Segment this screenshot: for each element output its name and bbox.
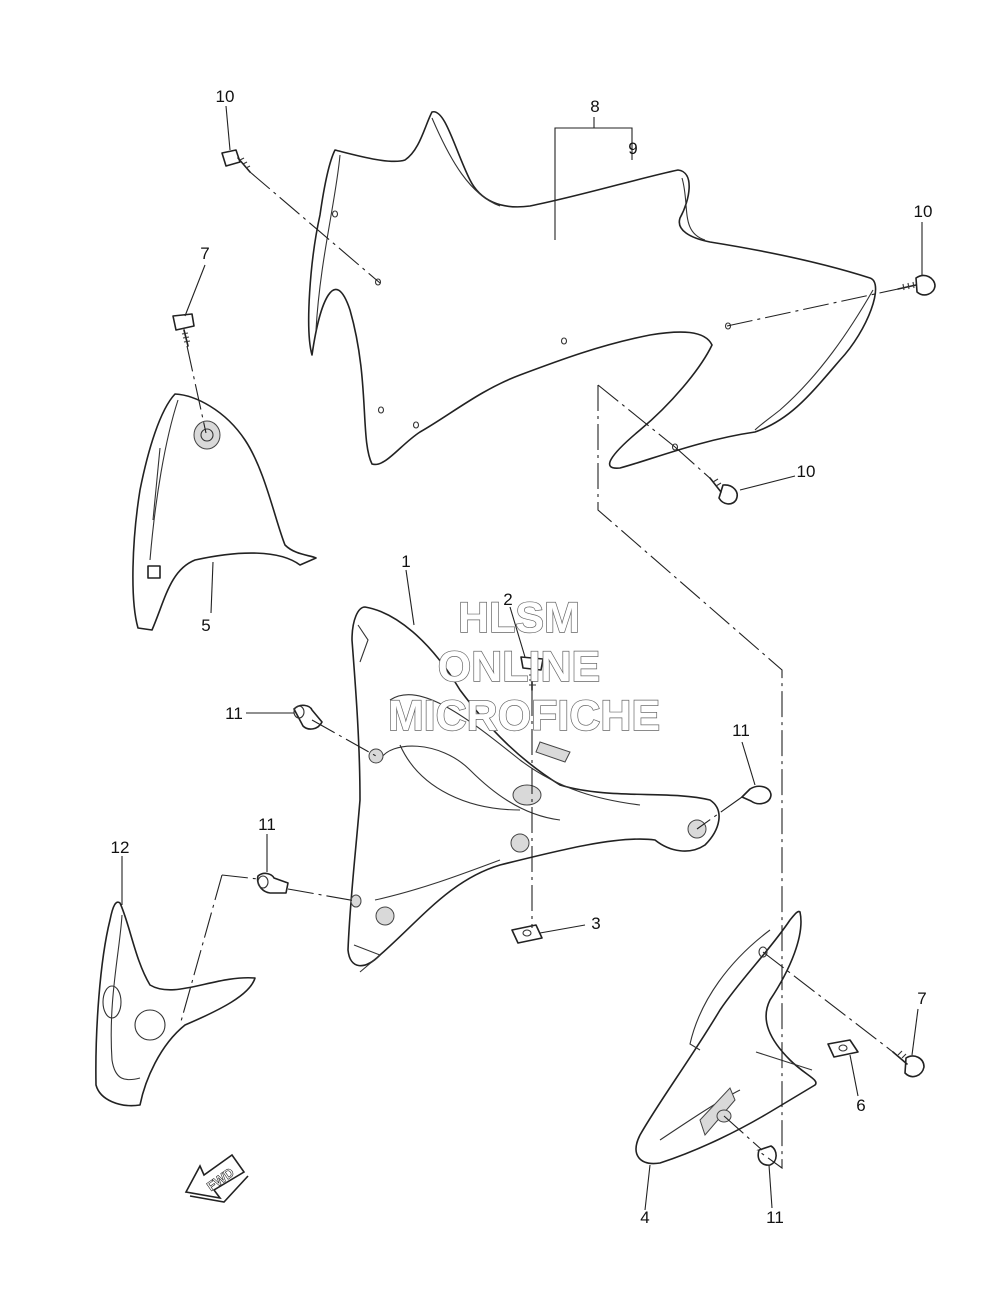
- screw-10-top-left[interactable]: [221, 149, 251, 173]
- callout-9: 9: [628, 139, 637, 158]
- callout-7-upper: 7: [200, 244, 209, 263]
- callout-11-middle: 11: [258, 815, 276, 834]
- leader-lines: [121, 105, 923, 1211]
- callout-2: 2: [503, 590, 512, 609]
- collar-11-c[interactable]: [256, 872, 289, 894]
- collar-11-b[interactable]: [741, 785, 772, 805]
- clip-6[interactable]: [827, 1039, 859, 1058]
- callout-4: 4: [640, 1208, 649, 1227]
- callout-3: 3: [591, 914, 600, 933]
- callout-8: 8: [590, 97, 599, 116]
- callout-7-lower: 7: [917, 989, 926, 1008]
- bolt-7-upper[interactable]: [172, 313, 195, 347]
- callout-labels: 1 2 3 4 5 6 7 7 8 9 10 10 10 11 11 11 11…: [111, 87, 933, 1227]
- callout-10-top-left: 10: [216, 87, 235, 106]
- windshield[interactable]: [307, 111, 877, 469]
- callout-11-bottom: 11: [766, 1208, 784, 1227]
- callout-10-lower: 10: [797, 462, 816, 481]
- watermark: HLSM ONLINE MICROFICHE: [387, 593, 661, 740]
- watermark-line-2: ONLINE: [438, 643, 600, 691]
- side-panel-4[interactable]: [635, 910, 817, 1165]
- callout-10-right: 10: [914, 202, 933, 221]
- main-cowling-1[interactable]: [347, 606, 720, 973]
- lower-cover-12[interactable]: [95, 901, 256, 1107]
- callout-11-left: 11: [225, 704, 243, 723]
- side-panel-5[interactable]: [132, 393, 317, 631]
- screw-10-lower[interactable]: [709, 477, 738, 505]
- callout-11-right: 11: [732, 721, 750, 740]
- screw-10-right[interactable]: [897, 274, 936, 296]
- watermark-line-3: MICROFICHE: [388, 692, 660, 740]
- forward-direction-arrow-icon: FWD: [184, 1153, 249, 1203]
- watermark-line-1: HLSM: [458, 594, 580, 642]
- rivet-2[interactable]: [520, 656, 544, 691]
- assembly-lines: [179, 171, 899, 1170]
- collar-11-a[interactable]: [293, 704, 323, 730]
- bolt-7-lower[interactable]: [892, 1050, 925, 1078]
- callout-1: 1: [401, 552, 410, 571]
- callout-6: 6: [856, 1096, 865, 1115]
- clip-3[interactable]: [511, 924, 543, 944]
- callout-12: 12: [111, 838, 130, 857]
- callout-5: 5: [201, 616, 210, 635]
